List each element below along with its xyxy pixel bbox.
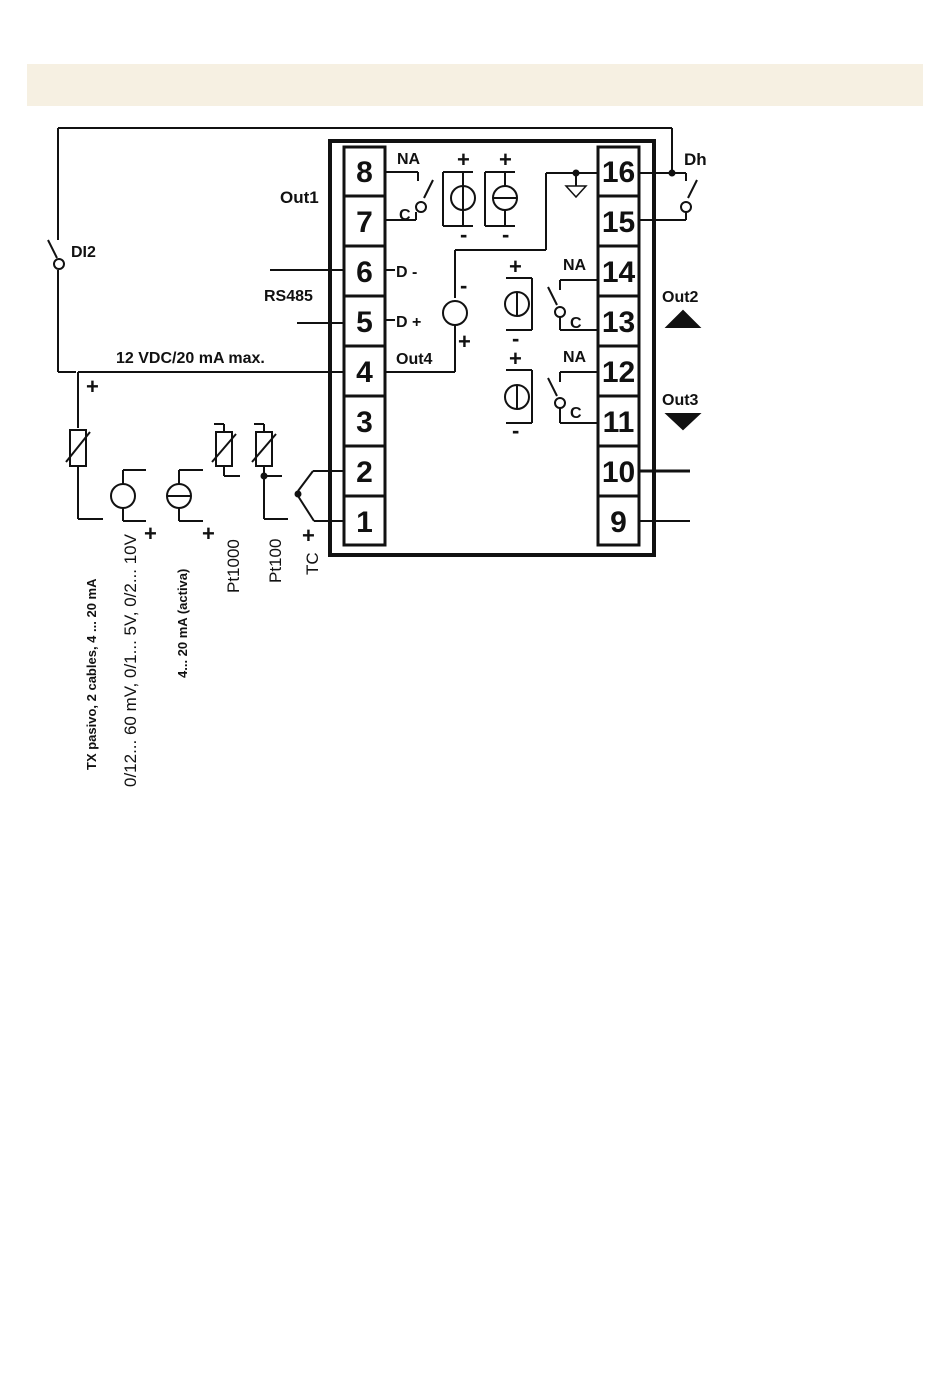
- out4-minus: -: [460, 273, 467, 298]
- out3-minus: -: [512, 418, 519, 443]
- di2-switch-contact: [54, 259, 64, 269]
- terminal-5: 5: [356, 306, 373, 339]
- d-minus-label: D -: [396, 264, 417, 281]
- out1-ssr-plus: +: [457, 147, 470, 172]
- out2-relay-contact: [555, 307, 565, 317]
- di1-label: Dh: [684, 150, 707, 169]
- terminal-4: 4: [356, 356, 373, 389]
- rs485-label: RS485: [264, 288, 313, 305]
- out4-label: Out4: [396, 351, 433, 368]
- out2-up-arrow-icon: [667, 311, 699, 327]
- out4-plus: +: [458, 329, 471, 354]
- terminal-7: 7: [356, 206, 373, 239]
- out2-plus: +: [509, 254, 522, 279]
- out1-c-label: C: [399, 207, 411, 224]
- terminal-1: 1: [356, 506, 373, 539]
- terminal-10: 10: [602, 456, 635, 489]
- terminal-8: 8: [356, 156, 373, 189]
- ground-icon: [566, 186, 586, 197]
- out3-na-label: NA: [563, 349, 587, 366]
- out3-relay-contact: [555, 398, 565, 408]
- out3-plus: +: [509, 346, 522, 371]
- out2-label: Out2: [662, 289, 699, 306]
- out1-ssr-minus: -: [460, 222, 467, 247]
- terminal-14: 14: [602, 256, 636, 289]
- terminal-12: 12: [602, 356, 635, 389]
- terminal-13: 13: [602, 306, 635, 339]
- terminal-2: 2: [356, 456, 373, 489]
- out3-label: Out3: [662, 392, 699, 409]
- tx-plus: +: [86, 374, 99, 399]
- out1-relay-contact: [416, 202, 426, 212]
- out2-c-label: C: [570, 315, 582, 332]
- terminal-11: 11: [603, 406, 635, 439]
- terminal-3: 3: [356, 406, 373, 439]
- out4-source-icon: [443, 301, 467, 325]
- out2-na-label: NA: [563, 257, 587, 274]
- terminal-16: 16: [602, 156, 635, 189]
- di2-label: DI2: [71, 244, 96, 261]
- tc-label: TC: [303, 552, 322, 575]
- out1-current-minus: -: [502, 222, 509, 247]
- terminal-6: 6: [356, 256, 373, 289]
- pt1000-label: Pt1000: [224, 539, 243, 593]
- terminal-15: 15: [602, 206, 635, 239]
- voltage-plus: +: [144, 521, 157, 546]
- out1-current-plus: +: [499, 147, 512, 172]
- out1-na-label: NA: [397, 151, 421, 168]
- tx-passive-label: TX pasivo, 2 cables, 4 ... 20 mA: [84, 578, 99, 770]
- active-plus: +: [202, 521, 215, 546]
- out1-label: Out1: [280, 188, 319, 207]
- out3-c-label: C: [570, 405, 582, 422]
- voltage-range-label: 0/12... 60 mV, 0/1... 5V, 0/2... 10V: [121, 533, 140, 787]
- out3-down-arrow-icon: [667, 414, 699, 429]
- supply-label: 12 VDC/20 mA max.: [116, 350, 265, 367]
- instrument-case: [330, 141, 654, 555]
- voltage-source-icon: [111, 484, 135, 508]
- di1-switch-contact: [681, 202, 691, 212]
- active-current-label: 4... 20 mA (activa): [175, 569, 190, 678]
- terminal-9: 9: [610, 506, 627, 539]
- tc-plus: +: [302, 523, 315, 548]
- pt100-label: Pt100: [266, 539, 285, 583]
- d-plus-label: D +: [396, 314, 421, 331]
